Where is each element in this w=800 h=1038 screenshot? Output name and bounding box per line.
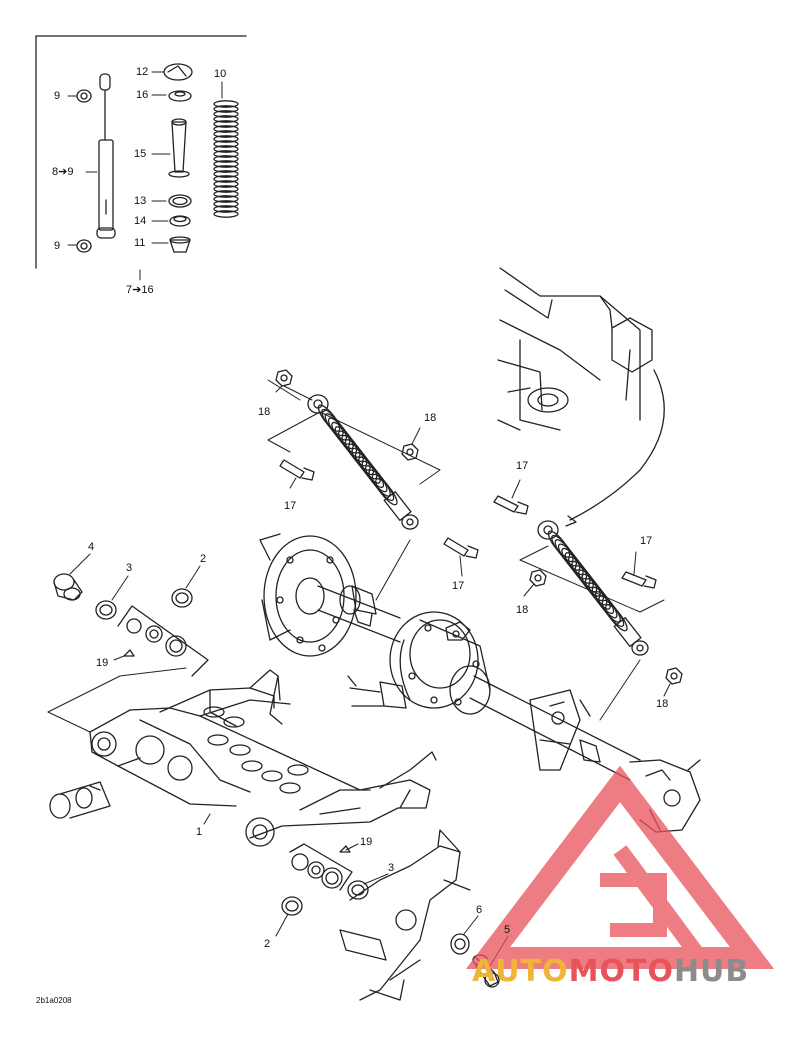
assembly-guide-lines — [267, 379, 665, 613]
inset-spring-cup-12 — [163, 63, 193, 81]
callout-9-bottom: 9 — [54, 240, 61, 252]
axle-bracket-right — [529, 689, 601, 771]
bearing-set-right — [289, 843, 353, 891]
shock-absorber-upper — [307, 394, 419, 530]
drawing-code: 2b1a0208 — [36, 996, 72, 1005]
callout-4: 4 — [88, 541, 95, 553]
inset-coil-spring-10 — [213, 100, 239, 218]
callout-19-right: 19 — [360, 836, 373, 848]
inset-ring-14 — [169, 215, 191, 227]
axle-tube — [317, 585, 641, 781]
callout-5: 5 — [504, 924, 511, 936]
callout-12: 12 — [136, 66, 149, 78]
inset-frame — [35, 35, 247, 269]
bushing-6 — [450, 933, 470, 955]
callout-2-left: 2 — [200, 553, 207, 565]
callout-14: 14 — [134, 215, 147, 227]
inset-bushing-bottom — [76, 239, 92, 253]
inset-sleeve-15 — [168, 118, 190, 178]
callout-18-upper-right: 18 — [424, 412, 437, 424]
watermark-text: AUTOMOTOHUB — [472, 954, 749, 989]
bearing-set-left — [117, 605, 209, 677]
frame-detail-view — [497, 267, 665, 527]
callout-19-left: 19 — [96, 657, 109, 669]
callout-2-right: 2 — [264, 938, 271, 950]
callout-3-left: 3 — [126, 562, 133, 574]
callout-11: 11 — [134, 237, 146, 249]
callout-6: 6 — [476, 904, 483, 916]
callout-15: 15 — [134, 148, 147, 160]
callout-18-lower-right: 18 — [656, 698, 669, 710]
watermark-part-moto: MOTO — [568, 954, 674, 989]
differential-housing — [347, 611, 491, 715]
callout-7-16: 7➔16 — [126, 284, 154, 296]
inset-retainer-11 — [169, 236, 191, 253]
inset-shock-body — [96, 73, 116, 239]
callout-17-upper-left: 17 — [284, 500, 297, 512]
inset-bushing-top — [76, 89, 92, 103]
nut-18-lower-right — [665, 667, 683, 685]
drive-coupling — [49, 781, 111, 819]
callout-18-top: 18 — [258, 406, 271, 418]
callout-3-right: 3 — [388, 862, 395, 874]
callout-10: 10 — [214, 68, 227, 80]
callout-17-right-bottom: 17 — [640, 535, 653, 547]
grease-fitting-19-left — [123, 649, 135, 657]
swing-arm — [89, 669, 437, 847]
lower-frame-bracket — [339, 829, 471, 1001]
bearing-2-right — [281, 896, 303, 916]
shock-absorber-right — [537, 520, 649, 656]
bolt-17-right-bottom — [621, 571, 657, 589]
bearing-2-left — [171, 588, 193, 608]
callout-16: 16 — [136, 89, 149, 101]
callout-17-middle: 17 — [452, 580, 465, 592]
assembly-guide-swingarm-left — [47, 667, 187, 733]
main-leader-lines — [69, 385, 671, 967]
watermark-part-auto: AUTO — [472, 954, 569, 989]
watermark-logo — [465, 765, 775, 969]
bolt-17-upper-left — [279, 459, 315, 481]
callout-9-top: 9 — [54, 90, 61, 102]
inset-leader-lines — [67, 71, 223, 281]
seal-3-left — [95, 600, 117, 620]
bushing-4 — [53, 573, 83, 601]
nut-18-upper-right — [401, 443, 419, 461]
nut-18-mid-right — [529, 569, 547, 587]
inset-ring-13 — [168, 194, 192, 208]
callout-18-mid-right: 18 — [516, 604, 529, 616]
bolt-17-right-top — [493, 495, 529, 515]
callout-13: 13 — [134, 195, 147, 207]
callout-8-9: 8➔9 — [52, 166, 74, 178]
callout-1: 1 — [196, 826, 203, 838]
bolt-17-middle — [443, 537, 479, 559]
nut-18-top — [275, 369, 293, 387]
watermark-part-hub: HUB — [673, 954, 750, 989]
callout-17-right-top: 17 — [516, 460, 529, 472]
inset-washer-16 — [168, 90, 192, 102]
